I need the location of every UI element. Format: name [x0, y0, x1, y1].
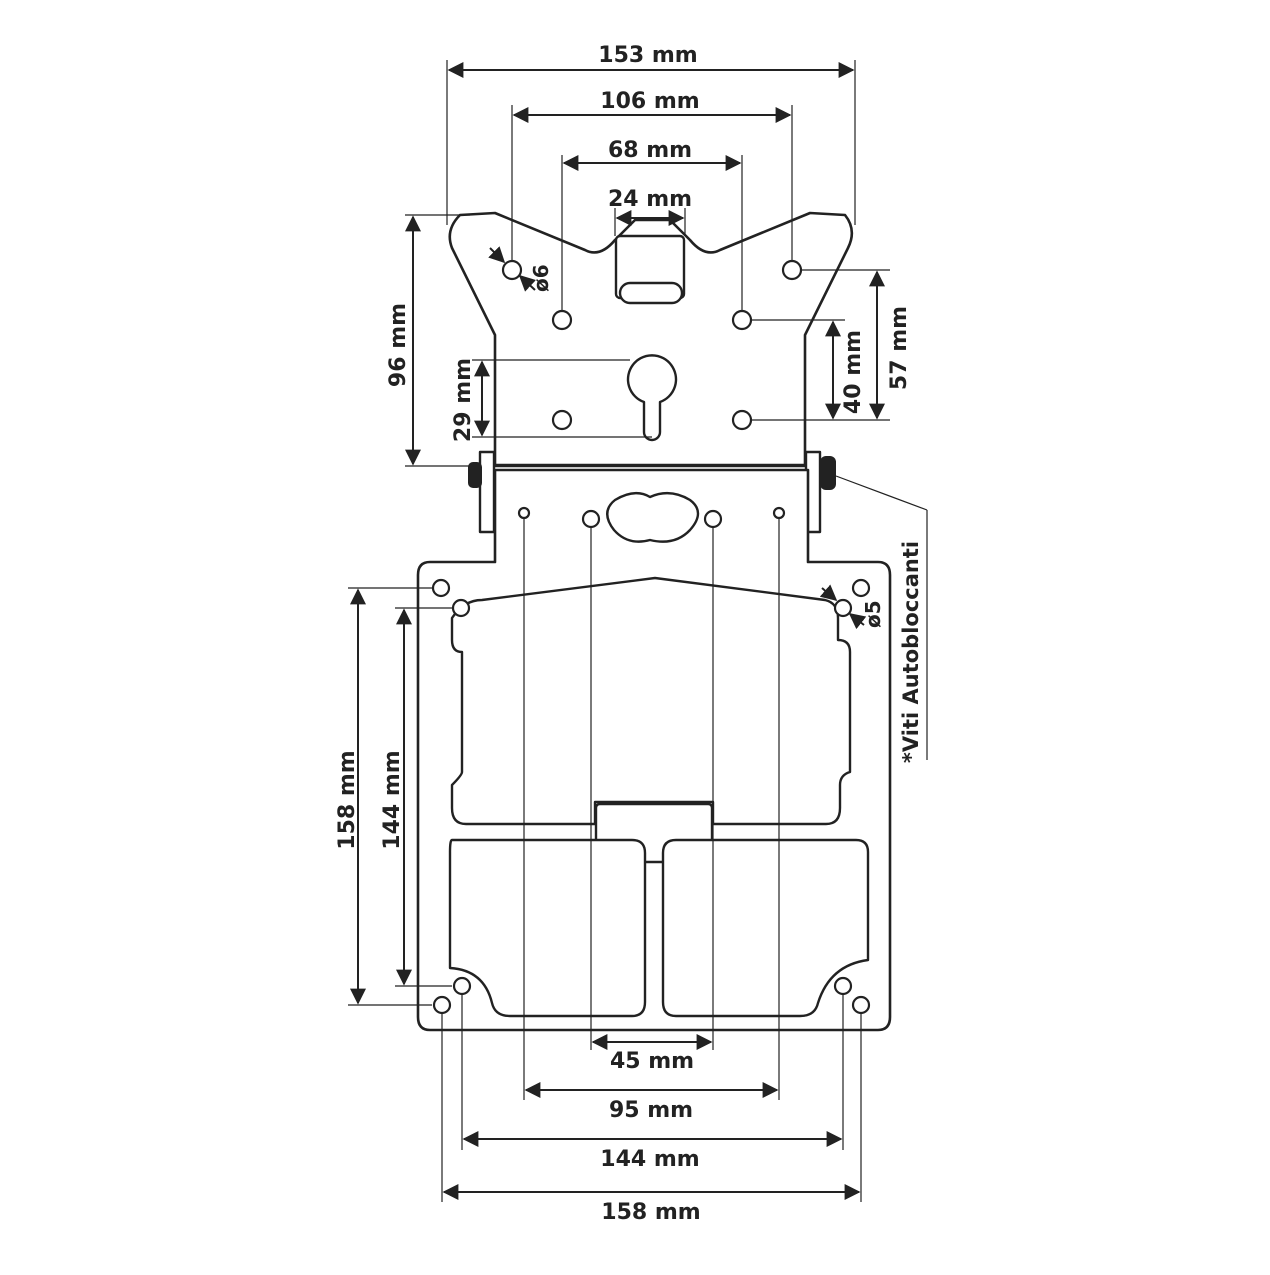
top-mount-plate [448, 211, 854, 467]
top-plate-outline [448, 211, 854, 467]
corner-hole-bottom-right-outer [851, 995, 871, 1015]
lower-left-cutout [448, 838, 647, 1018]
dim-label-45: 45 mm [610, 1049, 694, 1074]
keyhole-slot [626, 354, 678, 442]
dim-label-96: 96 mm [386, 303, 411, 387]
hole-top-right [781, 259, 803, 281]
dim-label-d6: ø6 [529, 264, 553, 292]
hole-mid-right [731, 309, 753, 331]
dim-label-57: 57 mm [887, 306, 912, 390]
dim-label-95: 95 mm [609, 1098, 693, 1123]
hinge-bracket-left [478, 450, 496, 534]
hinge [468, 450, 928, 760]
dim-label-144-vertical: 144 mm [380, 750, 405, 849]
dim-label-158-horizontal: 158 mm [601, 1200, 700, 1225]
corner-hole-top-right-outer [851, 578, 871, 598]
corner-hole-bottom-right-inner [833, 976, 853, 996]
dim-label-40: 40 mm [841, 330, 866, 414]
dim-label-29: 29 mm [451, 358, 476, 442]
self-locking-screws-note: *Viti Autobloccanti [899, 541, 923, 763]
top-dimensions: 153 mm 106 mm 68 mm 24 mm [446, 43, 856, 312]
hole-low-left [551, 409, 573, 431]
upper-side-dimensions: 96 mm 29 mm 40 mm 57 mm [386, 214, 912, 467]
upper-cutout [450, 576, 852, 826]
holder-hole-far-left [517, 506, 531, 520]
dim-label-106: 106 mm [600, 89, 699, 114]
holder-hole-left [581, 509, 601, 529]
dim-label-68: 68 mm [608, 138, 692, 163]
dim-label-144-horizontal: 144 mm [600, 1147, 699, 1172]
center-bump-shape [606, 492, 700, 543]
note-leader-line [835, 475, 928, 511]
hole-callouts: ø6 ø5 [488, 246, 885, 630]
corner-hole-bottom-left-outer [432, 995, 452, 1015]
dim-label-158-vertical: 158 mm [335, 750, 360, 849]
hole-low-right [731, 409, 753, 431]
lower-right-cutout [661, 838, 870, 1018]
top-oblong-slot [618, 281, 684, 305]
dim-label-d5: ø5 [861, 600, 885, 628]
dim-label-24: 24 mm [608, 187, 692, 212]
lock-nut-right [820, 456, 836, 490]
hole-top-left [501, 259, 523, 281]
corner-hole-top-right-inner [833, 598, 853, 618]
hole-mid-left [551, 309, 573, 331]
plate-holder [416, 468, 892, 1032]
corner-hole-bottom-left-inner [452, 976, 472, 996]
lower-side-dimensions: 158 mm 144 mm [335, 587, 452, 1006]
holder-hole-far-right [772, 506, 786, 520]
dim-label-153: 153 mm [598, 43, 697, 68]
bottom-dimensions: 45 mm 95 mm 144 mm 158 mm [441, 519, 862, 1225]
holder-hole-right [703, 509, 723, 529]
lock-nut-left [468, 462, 482, 488]
corner-hole-top-left-inner [451, 598, 471, 618]
corner-hole-top-left-outer [431, 578, 451, 598]
